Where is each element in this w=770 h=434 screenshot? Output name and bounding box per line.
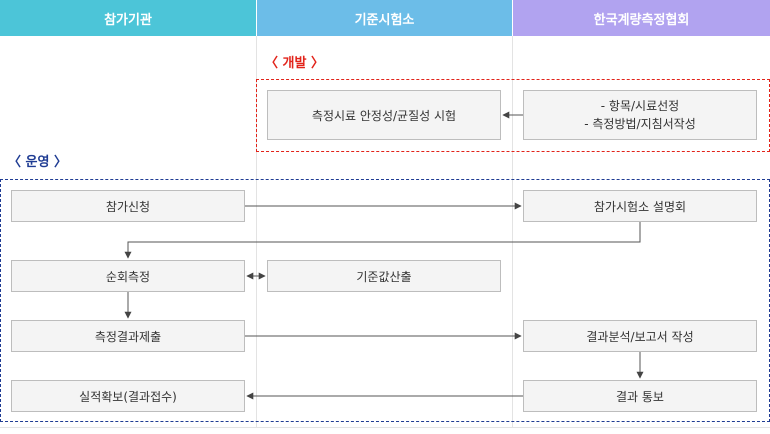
arrow-briefing-to-round-measure — [124, 222, 641, 259]
section-label-dev: 〈 개발 〉 — [265, 56, 324, 71]
header-reference-lab: 기준시험소 — [257, 0, 512, 36]
submit-box: 측정결과제출 — [11, 320, 245, 352]
analysis-label: 결과분석/보고서 작성 — [586, 329, 694, 344]
apply-box: 참가신청 — [11, 190, 245, 222]
bottom-border — [0, 427, 770, 428]
analysis-box: 결과분석/보고서 작성 — [523, 320, 757, 352]
submit-label: 측정결과제출 — [94, 329, 162, 344]
header-participating-institution: 참가기관 — [0, 0, 256, 36]
performance-label: 실적확보(결과접수) — [79, 389, 177, 404]
item-selection-box: - 항목/시료선정 - 측정방법/지침서작성 — [523, 90, 757, 140]
section-label-ops: 〈 운영 〉 — [8, 155, 67, 170]
item-selection-line1: - 항목/시료선정 — [600, 99, 680, 113]
column-divider — [256, 36, 257, 428]
notify-label: 결과 통보 — [616, 389, 664, 404]
sample-stability-test-label: 측정시료 안정성/균질성 시험 — [311, 108, 457, 123]
briefing-box: 참가시험소 설명회 — [523, 190, 757, 222]
ref-value-box: 기준값산출 — [267, 260, 501, 292]
column-divider — [512, 36, 513, 428]
ref-value-label: 기준값산출 — [356, 269, 412, 284]
apply-label: 참가신청 — [105, 199, 151, 214]
round-measure-box: 순회측정 — [11, 260, 245, 292]
item-selection-line2: - 측정방법/지침서작성 — [584, 117, 696, 131]
sample-stability-test-box: 측정시료 안정성/균질성 시험 — [267, 90, 501, 140]
briefing-label: 참가시험소 설명회 — [593, 199, 687, 214]
header-kamt: 한국계량측정협회 — [513, 0, 770, 36]
round-measure-label: 순회측정 — [105, 269, 151, 284]
performance-box: 실적확보(결과접수) — [11, 380, 245, 412]
notify-box: 결과 통보 — [523, 380, 757, 412]
